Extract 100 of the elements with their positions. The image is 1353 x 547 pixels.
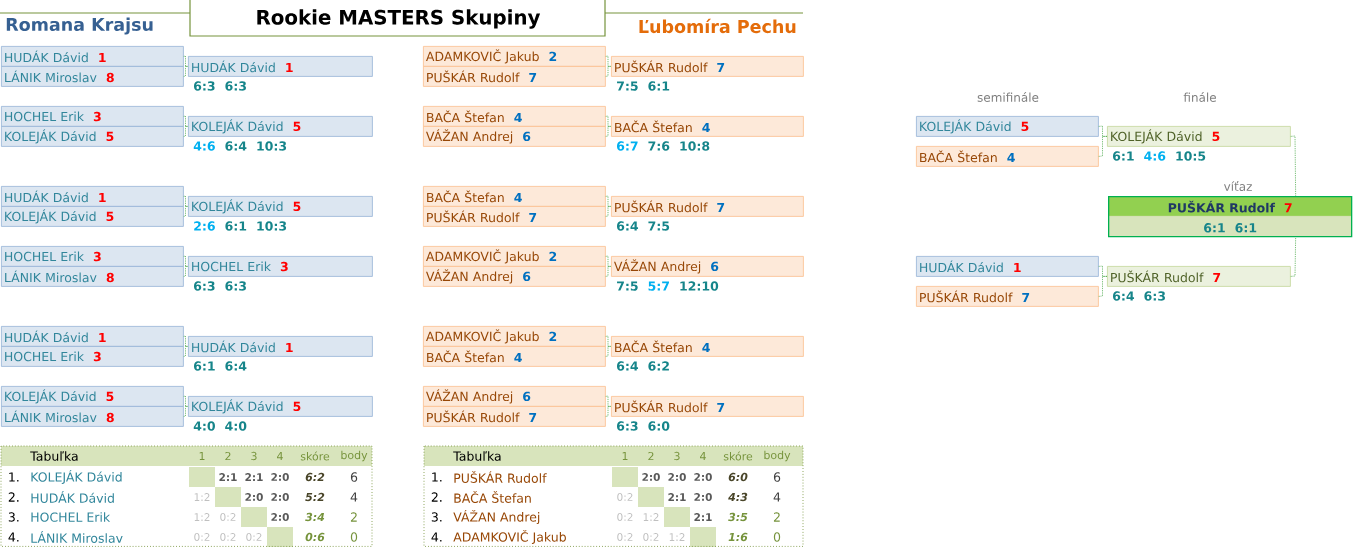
player-box: PUŠKÁR Rudolf 7: [423, 66, 606, 87]
rank-number: 4.: [8, 532, 19, 542]
bracket-line: [605, 206, 612, 217]
player-box: HUDÁK Dávid 1: [1, 46, 184, 67]
match-result: 0:2: [617, 493, 633, 501]
points-value: 0: [350, 532, 358, 542]
player-box: LÁNIK Miroslav 8: [1, 406, 184, 427]
bracket-line: [605, 195, 612, 207]
rank-number: 2.: [431, 492, 442, 502]
player-box: KOLEJÁK Dávid 5: [916, 116, 1099, 137]
bracket-line: [1098, 276, 1108, 297]
bracket-line: [1098, 136, 1108, 157]
score-total: 6:2: [305, 472, 325, 482]
match-result: 1:2: [643, 513, 659, 521]
player-box: HOCHEL Erik 3: [1, 246, 184, 267]
group-heading: Romana Krajsu: [6, 17, 153, 35]
match-result: 0:2: [246, 533, 262, 541]
points-value: 4: [773, 492, 781, 502]
bracket-line: [183, 346, 189, 357]
player-box: VÁŽAN Andrej 6: [423, 386, 606, 407]
player-box: PUŠKÁR Rudolf 7: [423, 206, 606, 227]
round-heading: víťaz: [1223, 181, 1252, 191]
column-header: body: [764, 450, 791, 462]
group-heading: Ľubomíra Pechu: [639, 18, 796, 34]
match-result: 0:2: [643, 533, 659, 541]
player-box: PUŠKÁR Rudolf 7: [611, 396, 804, 417]
set-scores: 6:3 6:0: [616, 421, 670, 431]
set-scores: 6:4 6:2: [616, 361, 669, 371]
player-box: KOLEJÁK Dávid 5: [1107, 126, 1291, 147]
score-total: 3:4: [305, 512, 325, 522]
player-box: PUŠKÁR Rudolf 7: [423, 406, 606, 427]
bracket-line: [183, 206, 189, 217]
player-box: HUDÁK Dávid 1: [1, 326, 184, 347]
round-heading: finále: [1183, 92, 1216, 102]
set-scores: 4:6 6:4 10:3: [193, 141, 287, 151]
set-scores: 6:7 7:6 10:8: [616, 141, 710, 151]
player-box: HOCHEL Erik 3: [1, 346, 184, 367]
player-name: HOCHEL Erik: [31, 512, 111, 522]
rank-number: 3.: [431, 512, 442, 522]
bracket-line: [183, 266, 189, 277]
points-value: 6: [773, 472, 781, 482]
bracket-line: [183, 126, 189, 137]
player-name: KOLEJÁK Dávid: [31, 469, 122, 485]
match-result: 2:0: [694, 473, 712, 481]
match-result: 0:2: [220, 513, 236, 521]
player-box: HOCHEL Erik 3: [188, 256, 373, 277]
player-box: BAČA Štefan 4: [611, 336, 804, 357]
column-header: skóre: [300, 451, 330, 461]
score-total: 0:6: [305, 532, 325, 542]
column-header: skóre: [723, 451, 753, 461]
rank-number: 4.: [431, 532, 442, 542]
player-box: VÁŽAN Andrej 6: [423, 266, 606, 287]
player-box: BAČA Štefan 4: [423, 346, 606, 367]
match-result: 2:0: [668, 473, 686, 481]
score-total: 3:5: [728, 512, 748, 522]
player-box: HUDÁK Dávid 1: [916, 256, 1099, 277]
bracket-line: [183, 395, 189, 407]
player-box: KOLEJÁK Dávid 5: [1, 126, 184, 147]
bracket-line: [605, 395, 612, 407]
player-box: HUDÁK Dávid 1: [188, 56, 373, 77]
rank-number: 1.: [9, 472, 19, 482]
match-result: 2:0: [271, 493, 289, 501]
player-box: PUŠKÁR Rudolf 7: [1107, 266, 1291, 287]
match-result: 2:0: [271, 473, 289, 481]
points-value: 2: [773, 512, 780, 522]
set-scores: 7:5 6:1: [617, 81, 670, 91]
set-scores: 4:0 4:0: [193, 421, 247, 431]
player-box: HOCHEL Erik 3: [1, 106, 184, 127]
player-box: VÁŽAN Andrej 6: [423, 126, 606, 147]
column-header: 4: [700, 452, 706, 460]
match-result: 0:2: [617, 533, 633, 541]
match-result: 2:1: [219, 473, 237, 481]
title-box: Rookie MASTERS Skupiny: [189, 0, 606, 37]
set-scores: 6:1 6:4: [193, 361, 247, 371]
player-box: KOLEJÁK Dávid 5: [188, 396, 373, 417]
player-name: BAČA Štefan: [454, 491, 531, 503]
column-header: 2: [225, 451, 231, 461]
player-box: ADAMKOVIČ Jakub 2: [423, 246, 606, 267]
bracket-line: [605, 266, 612, 277]
points-value: 0: [773, 532, 781, 542]
player-box: PUŠKÁR Rudolf 7: [916, 286, 1099, 307]
player-box: PUŠKÁR Rudolf 7: [611, 196, 804, 217]
bracket-line: [183, 115, 189, 127]
set-scores: 2:6 6:1 10:3: [194, 221, 287, 231]
player-box: KOLEJÁK Dávid 5: [1, 386, 184, 407]
bracket-line: [605, 55, 612, 67]
player-box: HUDÁK Dávid 1: [1, 186, 184, 207]
bracket-line: [183, 335, 189, 347]
bracket-line: [605, 406, 612, 417]
player-box: KOLEJÁK Dávid 5: [1, 206, 184, 227]
bracket-line: [1290, 236, 1297, 277]
player-box: KOLEJÁK Dávid 5: [188, 196, 373, 217]
champion-box: PUŠKÁR Rudolf 7 6:1 6:1: [1107, 196, 1353, 238]
match-result: 2:1: [694, 513, 712, 521]
set-scores: 6:1 4:6 10:5: [1113, 151, 1206, 161]
column-header: 3: [251, 451, 257, 461]
column-header: 1: [622, 452, 628, 460]
match-result: 1:2: [194, 513, 210, 521]
score-total: 5:2: [305, 492, 325, 502]
match-result: 2:1: [668, 493, 686, 501]
